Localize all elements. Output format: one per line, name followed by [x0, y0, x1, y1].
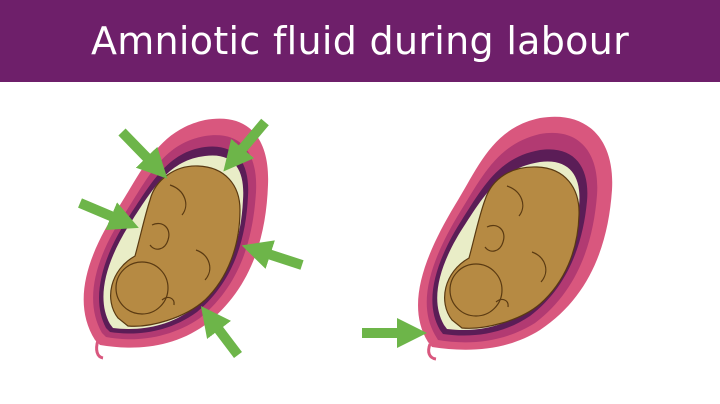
right-cervix-tail — [427, 343, 437, 361]
left-fetus — [110, 165, 241, 327]
left-cervix-tail — [95, 339, 104, 360]
left-contraction-arrows — [78, 118, 304, 359]
arrow-left — [78, 198, 139, 230]
right-uterus-illustration — [418, 116, 613, 361]
arrow-top-left — [118, 128, 168, 179]
title-banner: Amniotic fluid during labour — [0, 0, 720, 82]
right-fetus — [444, 166, 580, 329]
left-uterus-illustration — [83, 118, 269, 360]
arrow-bottom — [200, 306, 242, 359]
page-title: Amniotic fluid during labour — [90, 19, 630, 63]
arrow-top-right — [223, 118, 269, 172]
arrow-right — [241, 240, 304, 270]
